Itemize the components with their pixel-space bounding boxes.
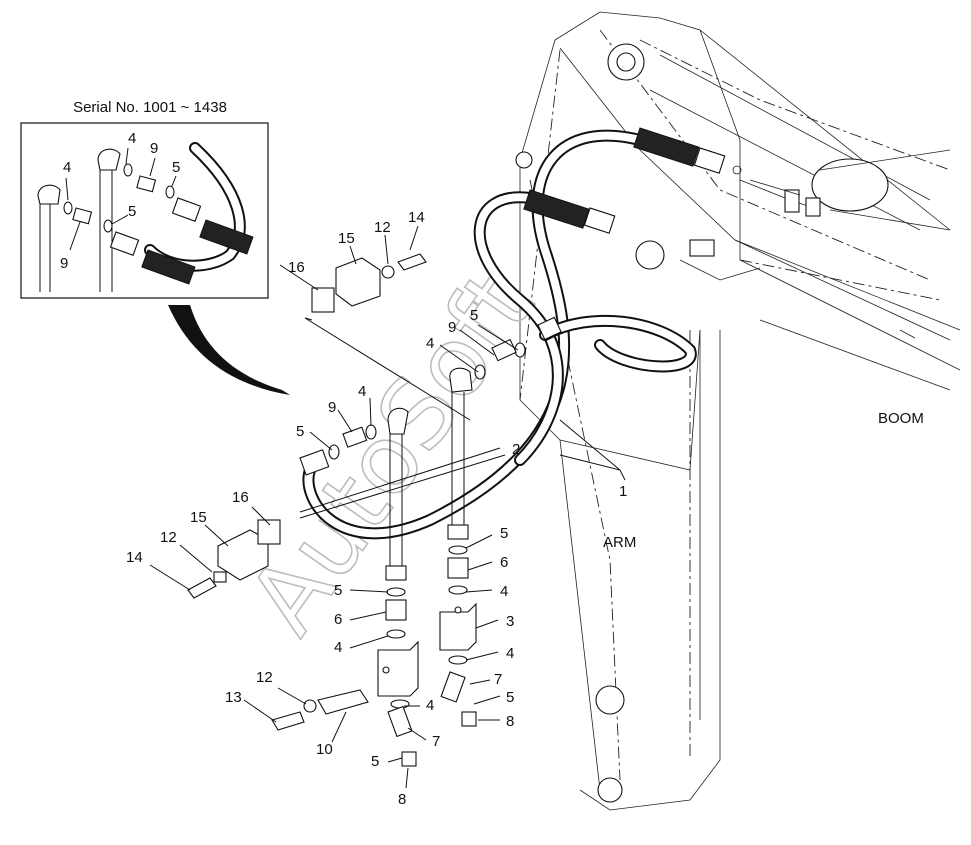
callout-10: 10	[316, 741, 333, 758]
callout-5f: 5	[371, 753, 379, 770]
callout-14a: 14	[408, 209, 425, 226]
callout-4a: 4	[426, 335, 434, 352]
callout-15a: 15	[338, 230, 355, 247]
callout-inset-4b: 4	[63, 159, 71, 176]
callout-15b: 15	[190, 509, 207, 526]
callout-inset-5b: 5	[128, 203, 136, 220]
callout-1: 1	[619, 483, 627, 500]
callout-4f: 4	[426, 697, 434, 714]
inset-arrow	[168, 305, 290, 395]
callout-3: 3	[506, 613, 514, 630]
callout-5e: 5	[506, 689, 514, 706]
callout-12b: 12	[160, 529, 177, 546]
callout-4b: 4	[358, 383, 366, 400]
callout-8b: 8	[398, 791, 406, 808]
leader-lines	[149, 225, 626, 789]
callout-2: 2	[512, 441, 520, 458]
callout-4e: 4	[506, 645, 514, 662]
callout-9b: 9	[328, 399, 336, 416]
region-label-boom: BOOM	[878, 410, 924, 427]
callout-5b: 5	[296, 423, 304, 440]
callout-9a: 9	[448, 319, 456, 336]
callout-7b: 7	[432, 733, 440, 750]
callout-8a: 8	[506, 713, 514, 730]
callout-16b: 16	[232, 489, 249, 506]
callout-inset-9a: 9	[150, 140, 158, 157]
callout-inset-5a: 5	[172, 159, 180, 176]
callout-4c: 4	[334, 639, 342, 656]
callout-labels: 4 4 9 9 5 5 16 15 12 14 9 5 4 4 9 5 2 1 …	[60, 130, 924, 808]
pipe-fittings	[187, 253, 526, 767]
callout-inset-4a: 4	[128, 130, 136, 147]
region-label-arm: ARM	[603, 534, 636, 551]
callout-12c: 12	[256, 669, 273, 686]
callout-6a: 6	[334, 611, 342, 628]
callout-12a: 12	[374, 219, 391, 236]
callout-6b: 6	[500, 554, 508, 571]
boom-arm-structure	[515, 11, 961, 811]
inset-detail: Serial No. 1001 ~ 1438	[20, 99, 269, 299]
inset-title: Serial No. 1001 ~ 1438	[73, 99, 227, 116]
callout-5c: 5	[334, 582, 342, 599]
callout-13: 13	[225, 689, 242, 706]
callout-16a: 16	[288, 259, 305, 276]
callout-4d: 4	[500, 583, 508, 600]
callout-inset-9b: 9	[60, 255, 68, 272]
callout-5d: 5	[500, 525, 508, 542]
callout-14b: 14	[126, 549, 143, 566]
callout-7a: 7	[494, 671, 502, 688]
hoses	[299, 127, 726, 540]
callout-5a: 5	[470, 307, 478, 324]
